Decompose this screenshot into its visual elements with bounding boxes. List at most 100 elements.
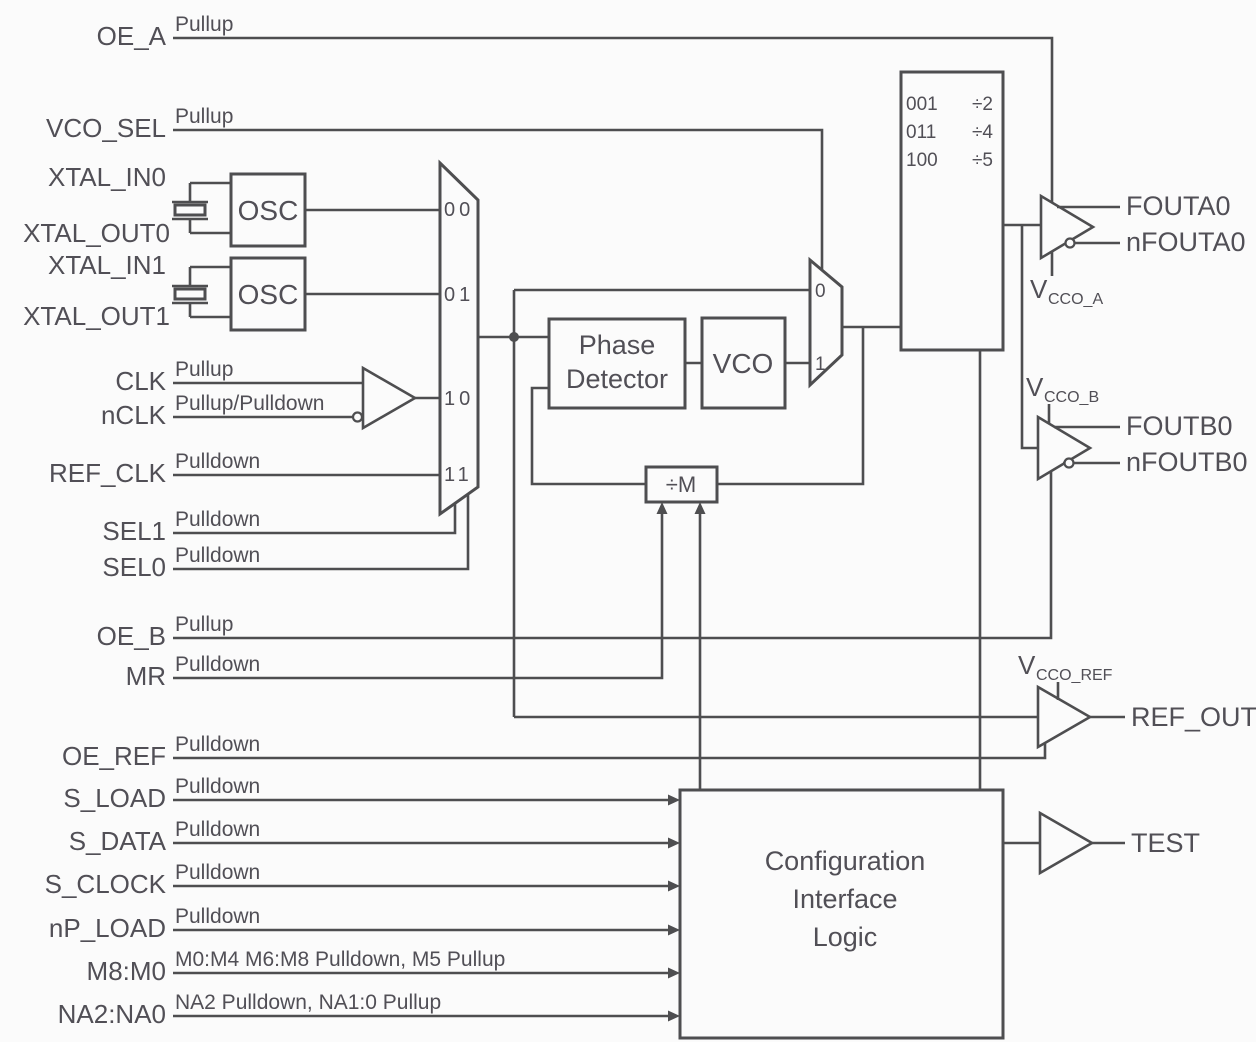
input-mux-code-10: 10 bbox=[444, 388, 474, 410]
nfoutb0-inversion-bubble bbox=[1063, 457, 1075, 469]
output-fouta0-label: FOUTA0 bbox=[1126, 191, 1231, 221]
vco-bypass-mux bbox=[808, 256, 844, 389]
pin-s-data-label: S_DATA bbox=[69, 826, 167, 856]
m-divider-block bbox=[644, 465, 719, 504]
output-test-label: TEST bbox=[1131, 828, 1200, 858]
clk-input-buffer bbox=[361, 365, 418, 431]
divider-row0-code: 001 bbox=[906, 94, 938, 115]
pin-sel0-label: SEL0 bbox=[102, 552, 166, 582]
fouta0-output-buffer bbox=[1039, 193, 1096, 261]
vco-label: VCO bbox=[713, 348, 774, 379]
pin-nclk-pull: Pullup/Pulldown bbox=[175, 392, 324, 415]
divider-row2-ratio: ÷5 bbox=[972, 150, 993, 171]
pin-oe-b-pull: Pullup bbox=[175, 613, 233, 636]
pin-vco-sel-label: VCO_SEL bbox=[46, 113, 166, 143]
pin-oe-b-label: OE_B bbox=[97, 621, 166, 651]
pin-sel0-pull: Pulldown bbox=[175, 544, 260, 567]
pin-sel1-pull: Pulldown bbox=[175, 508, 260, 531]
crystal0-symbol bbox=[173, 203, 207, 217]
s-clock-arrowhead bbox=[668, 880, 680, 892]
mr-to-mdiv-arrowhead bbox=[656, 502, 668, 514]
divider-row1-code: 011 bbox=[906, 122, 936, 143]
pin-oe-a-pull: Pullup bbox=[175, 13, 233, 36]
pin-oe-a-label: OE_A bbox=[97, 21, 167, 51]
oscillator-wires bbox=[172, 181, 440, 319]
vco-mux-code-1: 1 bbox=[815, 354, 826, 375]
m8-m0-arrowhead bbox=[668, 967, 680, 979]
vcco-b-subscript: CCO_B bbox=[1044, 389, 1099, 406]
pin-xtal-in0-label: XTAL_IN0 bbox=[48, 162, 166, 192]
osc0-block bbox=[229, 172, 307, 248]
crystal1-symbol bbox=[173, 287, 207, 301]
input-mux-code-01: 01 bbox=[444, 284, 474, 306]
pin-s-clock-pull: Pulldown bbox=[175, 861, 260, 884]
pin-vco-sel-pull: Pullup bbox=[175, 105, 233, 128]
osc1-block bbox=[229, 256, 307, 332]
pin-xtal-in1-label: XTAL_IN1 bbox=[48, 250, 166, 280]
pin-mr-pull: Pulldown bbox=[175, 653, 260, 676]
np-load-arrowhead bbox=[668, 924, 680, 936]
pin-np-load-pull: Pulldown bbox=[175, 905, 260, 928]
config-interface-block bbox=[678, 788, 1005, 1040]
pin-xtal-out0-label: XTAL_OUT0 bbox=[23, 218, 170, 248]
pin-s-load-label: S_LOAD bbox=[63, 783, 166, 813]
output-wires bbox=[1003, 205, 1125, 845]
divider-row0-ratio: ÷2 bbox=[972, 94, 993, 115]
divider-row1-ratio: ÷4 bbox=[972, 122, 993, 143]
vco-mux-code-0: 0 bbox=[815, 281, 826, 302]
refout-output-buffer bbox=[1036, 684, 1093, 750]
vco-block bbox=[700, 316, 787, 410]
phase-detector-block bbox=[547, 317, 687, 410]
vcco-a-subscript: CCO_A bbox=[1048, 291, 1103, 308]
pin-s-clock-label: S_CLOCK bbox=[45, 869, 167, 899]
s-load-arrowhead bbox=[668, 794, 680, 806]
output-ref-out-label: REF_OUT bbox=[1131, 702, 1256, 732]
pin-ref-clk-pull: Pulldown bbox=[175, 450, 260, 473]
osc0-label: OSC bbox=[238, 195, 299, 226]
phase-detector-label-line1: Phase bbox=[579, 330, 656, 360]
nfouta0-inversion-bubble bbox=[1064, 237, 1076, 249]
config-label-line1: Configuration bbox=[765, 846, 926, 876]
pin-m8-m0-label: M8:M0 bbox=[87, 956, 166, 986]
pin-nclk-label: nCLK bbox=[101, 400, 167, 430]
pin-na2-na0-pull: NA2 Pulldown, NA1:0 Pullup bbox=[175, 991, 441, 1014]
vcco-ref-subscript: CCO_REF bbox=[1036, 667, 1113, 684]
osc1-label: OSC bbox=[238, 279, 299, 310]
s-data-arrowhead bbox=[668, 837, 680, 849]
na2-na0-arrowhead bbox=[668, 1010, 680, 1022]
input-mux-code-11: 11 bbox=[444, 464, 473, 486]
pin-s-load-pull: Pulldown bbox=[175, 775, 260, 798]
pin-oe-ref-label: OE_REF bbox=[62, 741, 166, 771]
output-nfouta0-label: nFOUTA0 bbox=[1126, 227, 1246, 257]
pin-sel1-label: SEL1 bbox=[102, 516, 166, 546]
vcco-b-label: V bbox=[1026, 372, 1044, 402]
phase-detector-label-line2: Detector bbox=[566, 364, 668, 394]
input-mux bbox=[438, 159, 480, 517]
reference-junction-dot bbox=[509, 332, 519, 342]
nclk-inversion-bubble bbox=[351, 411, 364, 423]
pin-xtal-out1-label: XTAL_OUT1 bbox=[23, 301, 170, 331]
vcco-ref-label: V bbox=[1018, 650, 1036, 680]
pin-oe-ref-pull: Pulldown bbox=[175, 733, 260, 756]
pin-mr-label: MR bbox=[126, 661, 166, 691]
config-label-line2: Interface bbox=[792, 884, 897, 914]
m-divider-label: ÷M bbox=[666, 472, 696, 497]
pin-wires bbox=[173, 36, 1054, 1018]
config-to-mdiv-arrowhead bbox=[694, 502, 706, 514]
vcco-a-label: V bbox=[1030, 274, 1048, 304]
input-mux-code-00: 00 bbox=[444, 199, 474, 221]
divider-row2-code: 100 bbox=[906, 150, 938, 171]
pin-clk-pull: Pullup bbox=[175, 358, 233, 381]
pin-clk-label: CLK bbox=[115, 366, 166, 396]
output-nfoutb0-label: nFOUTB0 bbox=[1126, 447, 1248, 477]
pin-s-data-pull: Pulldown bbox=[175, 818, 260, 841]
config-label-line3: Logic bbox=[813, 922, 878, 952]
pin-m8-m0-pull: M0:M4 M6:M8 Pulldown, M5 Pullup bbox=[175, 948, 505, 971]
pin-na2-na0-label: NA2:NA0 bbox=[58, 999, 166, 1029]
pin-np-load-label: nP_LOAD bbox=[49, 913, 166, 943]
pin-ref-clk-label: REF_CLK bbox=[49, 458, 167, 488]
output-divider-block bbox=[899, 70, 1005, 352]
test-output-buffer bbox=[1038, 810, 1095, 876]
